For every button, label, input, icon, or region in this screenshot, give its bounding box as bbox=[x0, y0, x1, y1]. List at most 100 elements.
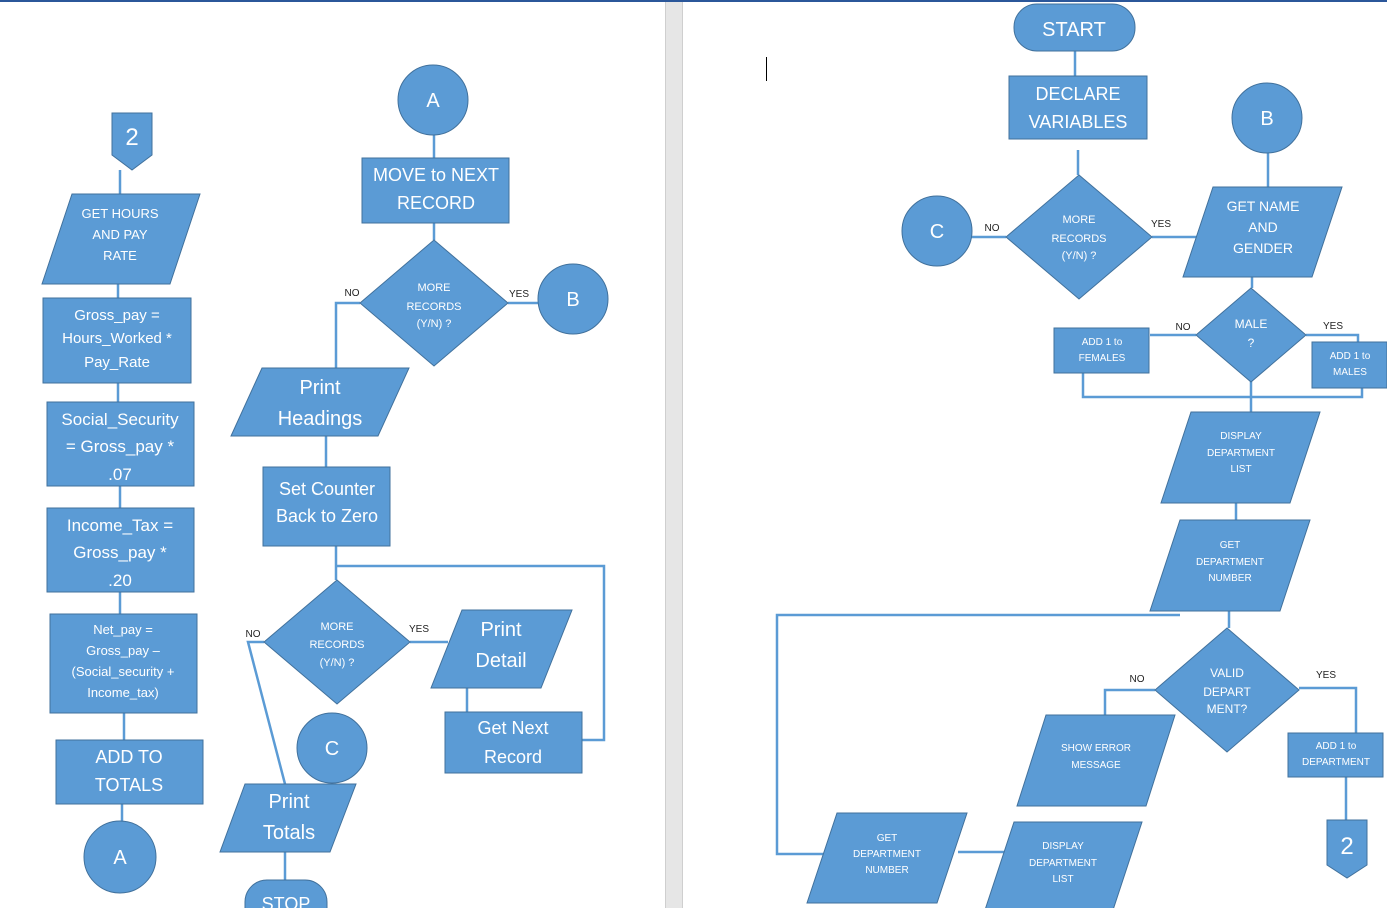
get-next-line-2: Record bbox=[484, 747, 542, 767]
net-pay-process: Net_pay = Gross_pay – (Social_security +… bbox=[49, 613, 198, 714]
get-hours-line-1: GET HOURS bbox=[81, 206, 158, 221]
social-security-line-2: = Gross_pay * bbox=[66, 437, 175, 456]
get-next-record-process: Get Next Record bbox=[444, 711, 583, 774]
get-next-line-1: Get Next bbox=[477, 718, 548, 738]
connector-a-top-label: A bbox=[426, 90, 440, 112]
start-label: START bbox=[1042, 19, 1106, 41]
print-headings-output: Print Headings bbox=[230, 367, 410, 437]
flowchart-shapes: 2 GET HOURS AND PAY RATE Gross_pay = Hou… bbox=[41, 3, 1387, 908]
add-department-process: ADD 1 to DEPARTMENT bbox=[1287, 732, 1384, 778]
net-pay-line-1: Net_pay = bbox=[93, 622, 153, 637]
get-name-line-1: GET NAME bbox=[1227, 198, 1300, 214]
set-counter-line-1: Set Counter bbox=[279, 479, 375, 499]
add-department-line-1: ADD 1 to bbox=[1316, 741, 1357, 752]
start-terminator: START bbox=[1013, 3, 1136, 52]
decision1-yes-label: YES bbox=[509, 289, 529, 300]
decision1-line-3: (Y/N) ? bbox=[417, 318, 452, 330]
get-department-number-2: GET DEPARTMENT NUMBER bbox=[806, 812, 968, 904]
offpage-connector-2-right: 2 bbox=[1326, 819, 1368, 879]
offpage-2-right-label: 2 bbox=[1340, 833, 1353, 860]
display-dept1-line-3: LIST bbox=[1230, 464, 1251, 475]
print-totals-line-1: Print bbox=[268, 791, 310, 813]
declare-line-2: VARIABLES bbox=[1029, 112, 1128, 132]
decision1-line-2: RECORDS bbox=[406, 301, 461, 313]
social-security-process: Social_Security = Gross_pay * .07 bbox=[46, 401, 195, 487]
add-department-line-2: DEPARTMENT bbox=[1302, 757, 1370, 768]
add-females-line-2: FEMALES bbox=[1079, 353, 1126, 364]
net-pay-line-3: (Social_security + bbox=[72, 664, 175, 679]
connector-c-left-label: C bbox=[325, 738, 339, 760]
decision-male-yes-label: YES bbox=[1323, 321, 1343, 332]
connector-b-left-label: B bbox=[566, 289, 579, 311]
print-detail-line-1: Print bbox=[480, 619, 522, 641]
set-counter-line-2: Back to Zero bbox=[276, 506, 378, 526]
connector-c-left: C bbox=[296, 712, 368, 784]
display-department-list-1: DISPLAY DEPARTMENT LIST bbox=[1160, 411, 1321, 504]
decision2-yes-label: YES bbox=[409, 624, 429, 635]
social-security-line-3: .07 bbox=[108, 465, 132, 484]
decision-more-records-1: MORE RECORDS (Y/N) ? NO YES bbox=[345, 239, 529, 367]
decision-more-line-2: RECORDS bbox=[1051, 233, 1106, 245]
net-pay-line-4: Income_tax) bbox=[87, 685, 159, 700]
connector-b-left: B bbox=[537, 263, 609, 335]
decision-more-no-label: NO bbox=[985, 223, 1000, 234]
move-next-line-2: RECORD bbox=[397, 193, 475, 213]
net-pay-line-2: Gross_pay – bbox=[86, 643, 160, 658]
decision1-line-1: MORE bbox=[418, 282, 451, 294]
stop-terminator: STOP bbox=[244, 879, 328, 908]
add-to-totals-line-1: ADD TO bbox=[95, 747, 162, 767]
decision-male-no-label: NO bbox=[1176, 322, 1191, 333]
show-error-line-1: SHOW ERROR bbox=[1061, 743, 1131, 754]
declare-line-1: DECLARE bbox=[1035, 84, 1120, 104]
connector-c-right: C bbox=[901, 195, 973, 267]
set-counter-process: Set Counter Back to Zero bbox=[262, 466, 391, 547]
print-totals-line-2: Totals bbox=[263, 822, 315, 844]
offpage-connector-2-left: 2 bbox=[111, 112, 153, 171]
display-dept2-line-1: DISPLAY bbox=[1042, 841, 1084, 852]
move-next-line-1: MOVE to NEXT bbox=[373, 165, 499, 185]
income-tax-line-3: .20 bbox=[108, 571, 132, 590]
get-hours-input: GET HOURS AND PAY RATE bbox=[41, 193, 201, 285]
decision1-no-label: NO bbox=[345, 288, 360, 299]
get-hours-line-3: RATE bbox=[103, 248, 137, 263]
connector-lines bbox=[116, 50, 1364, 880]
display-dept1-line-1: DISPLAY bbox=[1220, 431, 1262, 442]
connector-c-right-label: C bbox=[930, 221, 944, 243]
display-dept2-line-2: DEPARTMENT bbox=[1029, 858, 1097, 869]
get-dept2-line-2: DEPARTMENT bbox=[853, 849, 921, 860]
decision-more-yes-label: YES bbox=[1151, 219, 1171, 230]
add-to-totals-process: ADD TO TOTALS bbox=[55, 739, 204, 805]
decision-more-line-3: (Y/N) ? bbox=[1062, 250, 1097, 262]
top-border bbox=[0, 0, 1387, 2]
display-department-list-2: DISPLAY DEPARTMENT LIST bbox=[985, 821, 1143, 908]
display-dept1-line-2: DEPARTMENT bbox=[1207, 448, 1275, 459]
print-detail-line-2: Detail bbox=[475, 650, 526, 672]
decision-more-records-2: MORE RECORDS (Y/N) ? NO YES bbox=[246, 579, 429, 705]
decision-valid-line-1: VALID bbox=[1210, 666, 1244, 680]
gross-pay-line-1: Gross_pay = bbox=[74, 307, 160, 324]
gross-pay-line-2: Hours_Worked * bbox=[62, 330, 172, 347]
print-headings-line-1: Print bbox=[299, 377, 341, 399]
declare-variables-process: DECLARE VARIABLES bbox=[1008, 75, 1148, 140]
gross-pay-process: Gross_pay = Hours_Worked * Pay_Rate bbox=[42, 297, 192, 384]
get-dept1-line-2: DEPARTMENT bbox=[1196, 557, 1264, 568]
text-cursor bbox=[766, 57, 767, 81]
income-tax-line-2: Gross_pay * bbox=[73, 543, 167, 562]
print-totals-output: Print Totals bbox=[219, 783, 357, 853]
decision-valid-line-2: DEPART bbox=[1203, 685, 1251, 699]
get-name-line-3: GENDER bbox=[1233, 240, 1293, 256]
get-dept2-line-1: GET bbox=[877, 833, 898, 844]
get-name-line-2: AND bbox=[1248, 219, 1278, 235]
decision2-no-label: NO bbox=[246, 629, 261, 640]
add-females-process: ADD 1 to FEMALES bbox=[1053, 327, 1150, 374]
get-dept1-line-1: GET bbox=[1220, 540, 1241, 551]
decision-more-records-right: MORE RECORDS (Y/N) ? NO YES bbox=[985, 174, 1171, 300]
add-males-line-1: ADD 1 to bbox=[1330, 351, 1371, 362]
decision-valid-department: VALID DEPART MENT? NO YES bbox=[1130, 627, 1336, 753]
connector-b-right: B bbox=[1231, 82, 1303, 154]
decision-more-line-1: MORE bbox=[1063, 214, 1096, 226]
add-males-line-2: MALES bbox=[1333, 367, 1367, 378]
decision-male: MALE ? NO YES bbox=[1176, 287, 1343, 383]
connector-b-right-label: B bbox=[1260, 108, 1273, 130]
